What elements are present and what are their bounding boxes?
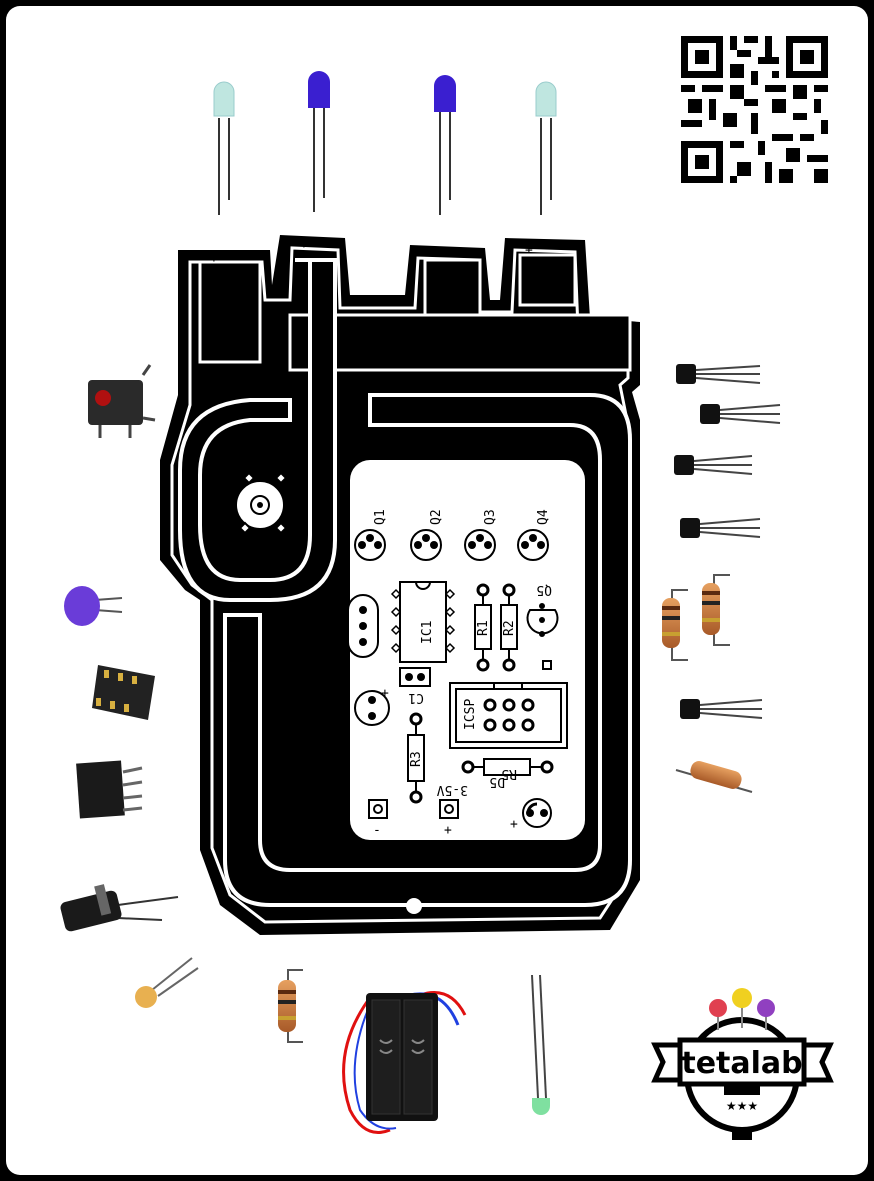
led-icon — [531, 974, 550, 1115]
label-s1: S1 — [256, 456, 272, 471]
j-trace — [178, 258, 337, 602]
led-icon — [434, 75, 456, 215]
capacitor-icon — [135, 957, 199, 1008]
logo-text: tetalab — [681, 1046, 802, 1081]
label-q5: Q5 — [536, 582, 552, 597]
logo-stars: ★★★ — [726, 1099, 758, 1113]
led-pad-4 — [518, 253, 577, 307]
r2-footprint: R2 — [500, 583, 518, 672]
chip-icon — [76, 760, 143, 819]
transistor-icon — [700, 404, 781, 424]
capacitor-icon — [64, 586, 123, 626]
led-bar — [288, 313, 632, 372]
led1-plus: + — [210, 251, 218, 266]
ic1-footprint: IC1 — [390, 581, 456, 663]
q1-footprint: Q1 — [354, 509, 388, 561]
r5-footprint: R5 — [461, 758, 554, 781]
label-icsp: ICSP — [463, 699, 478, 730]
led-pad-1 — [198, 260, 262, 364]
qr-code-icon — [680, 35, 830, 185]
push-button-icon — [88, 364, 156, 438]
led3-plus: + — [437, 243, 445, 258]
led2-plus: + — [300, 237, 308, 252]
icsp-footprint: ICSP — [449, 682, 568, 749]
d5-footprint: + D5 — [489, 774, 552, 832]
label-r3: R3 — [409, 751, 424, 767]
ring-trace — [223, 393, 632, 907]
q2-footprint: Q2 — [410, 509, 444, 561]
label-q3: Q3 — [483, 509, 498, 525]
s1-footprint: S1 — [235, 456, 288, 535]
label-q1: Q1 — [373, 509, 388, 525]
label-c1: C1 — [408, 690, 424, 705]
c2-footprint: + C2 — [339, 686, 390, 726]
capacitor-icon — [60, 884, 179, 932]
q5-footprint: Q5 — [526, 582, 559, 670]
q4-footprint: Q4 — [517, 509, 551, 561]
label-r5: R5 — [501, 766, 517, 781]
transistor-icon — [676, 364, 761, 384]
resistor-icon — [278, 969, 303, 1043]
r3-footprint: R3 — [407, 712, 425, 804]
led4-plus: + — [525, 243, 533, 258]
label-plus: + — [444, 823, 452, 838]
label-c2: C2 — [339, 708, 354, 724]
label-c2-plus: + — [381, 686, 389, 701]
transistor-icon — [680, 699, 763, 719]
pcb-board: S1 Q1 Q2 Q3 Q4 — [160, 235, 640, 935]
tetalab-logo-icon: tetalab ★★★ — [651, 988, 834, 1140]
chip-icon — [92, 665, 155, 720]
c1-footprint: C1 — [399, 667, 431, 705]
x1-footprint: X1 — [331, 584, 379, 658]
transistor-icon — [680, 518, 761, 538]
transistor-icon — [674, 455, 753, 475]
power-pads: - + 3-5V — [368, 782, 468, 838]
label-ic1: IC1 — [420, 621, 435, 644]
battery-holder-icon — [342, 991, 467, 1134]
resistor-icon — [675, 761, 753, 793]
led-icon — [535, 81, 557, 215]
led-icon — [213, 81, 235, 215]
mounting-hole — [406, 898, 422, 914]
r1-footprint: R1 — [474, 583, 492, 672]
resistor-icon — [662, 589, 688, 661]
label-r1: R1 — [476, 620, 491, 636]
label-r2: R2 — [502, 620, 517, 636]
resistor-icon — [702, 574, 730, 646]
label-voltage: 3-5V — [437, 782, 468, 797]
label-d5-plus: + — [510, 817, 518, 832]
label-x1: X1 — [331, 584, 346, 600]
label-q4: Q4 — [536, 509, 551, 525]
label-minus: - — [373, 823, 381, 838]
label-d5: D5 — [489, 774, 505, 789]
q3-footprint: Q3 — [464, 509, 498, 561]
led-icon — [308, 71, 330, 212]
label-q2: Q2 — [429, 509, 444, 525]
